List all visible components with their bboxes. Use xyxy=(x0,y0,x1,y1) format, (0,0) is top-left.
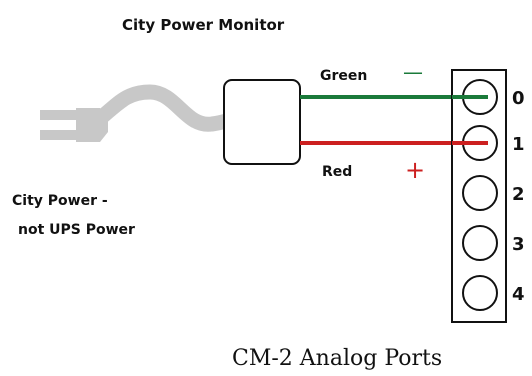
red-wire-label: Red xyxy=(322,164,352,180)
plug-prong-top xyxy=(40,110,78,120)
port-3-terminal xyxy=(462,225,498,261)
power-plug-icon xyxy=(40,84,238,142)
port-number-2: 2 xyxy=(512,184,525,205)
source-label-line1: City Power - xyxy=(12,193,108,209)
diagram-title: City Power Monitor xyxy=(122,16,285,34)
port-4-terminal xyxy=(462,275,498,311)
port-2-terminal xyxy=(462,175,498,211)
port-block-label: CM-2 Analog Ports xyxy=(232,346,442,371)
plug-cord xyxy=(88,84,238,132)
power-monitor-box xyxy=(223,79,301,165)
port-number-0: 0 xyxy=(512,88,525,109)
green-wire-label: Green xyxy=(320,68,367,84)
source-label-line2: not UPS Power xyxy=(18,222,135,238)
positive-sign: + xyxy=(405,156,425,184)
negative-sign: — xyxy=(403,60,423,84)
plug-head xyxy=(76,108,108,142)
plug-prong-bottom xyxy=(40,130,78,140)
port-number-4: 4 xyxy=(512,284,525,305)
port-number-list: 0 1 2 3 4 xyxy=(512,88,525,305)
port-number-3: 3 xyxy=(512,234,525,255)
port-number-1: 1 xyxy=(512,134,525,155)
